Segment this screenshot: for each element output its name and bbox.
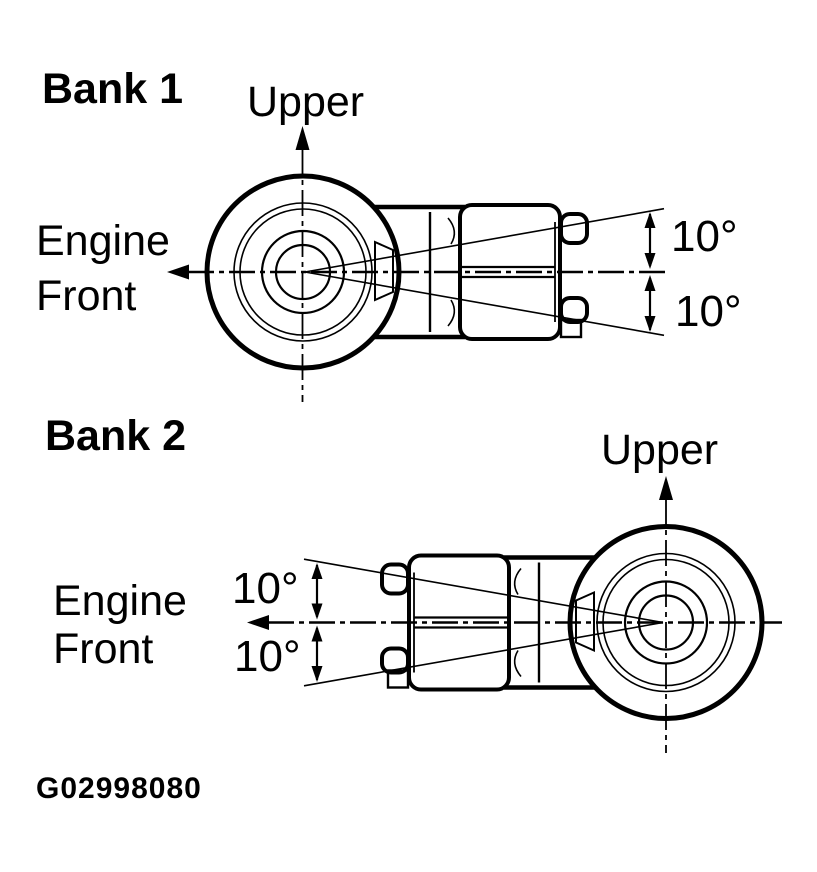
bank2-angle-upper-label: 10° — [232, 564, 299, 613]
bank1-upper-arrow — [295, 126, 310, 402]
svg-text:Front: Front — [53, 625, 153, 673]
svg-text:Front: Front — [36, 272, 136, 320]
bank2-angle-dimension-arrows — [311, 563, 323, 682]
bank2-upper-label: Upper — [601, 426, 718, 474]
bank2-angle-lower-label: 10° — [234, 632, 301, 681]
bank1-angle-lower-label: 10° — [675, 287, 742, 336]
bank1-angle-upper-label: 10° — [671, 212, 738, 261]
bank1-engine-front-label: Engine Front — [36, 217, 170, 320]
bank2-title: Bank 2 — [45, 412, 186, 460]
bank1-upper-label: Upper — [247, 78, 364, 126]
bank1-engine-front-arrow — [167, 264, 666, 280]
bank2-upper-arrow — [659, 476, 673, 753]
bank1-angle-lines — [304, 207, 665, 337]
bank1-title: Bank 1 — [42, 65, 183, 113]
figure-code-label: G02998080 — [36, 772, 202, 805]
bank2-engine-front-label: Engine Front — [53, 577, 187, 673]
bank1-angle-dimension-arrows — [644, 212, 656, 332]
bank2-angle-lines — [303, 558, 664, 687]
bank2-engine-front-arrow — [247, 615, 782, 630]
svg-text:Engine: Engine — [53, 577, 187, 625]
svg-text:Engine: Engine — [36, 217, 170, 265]
